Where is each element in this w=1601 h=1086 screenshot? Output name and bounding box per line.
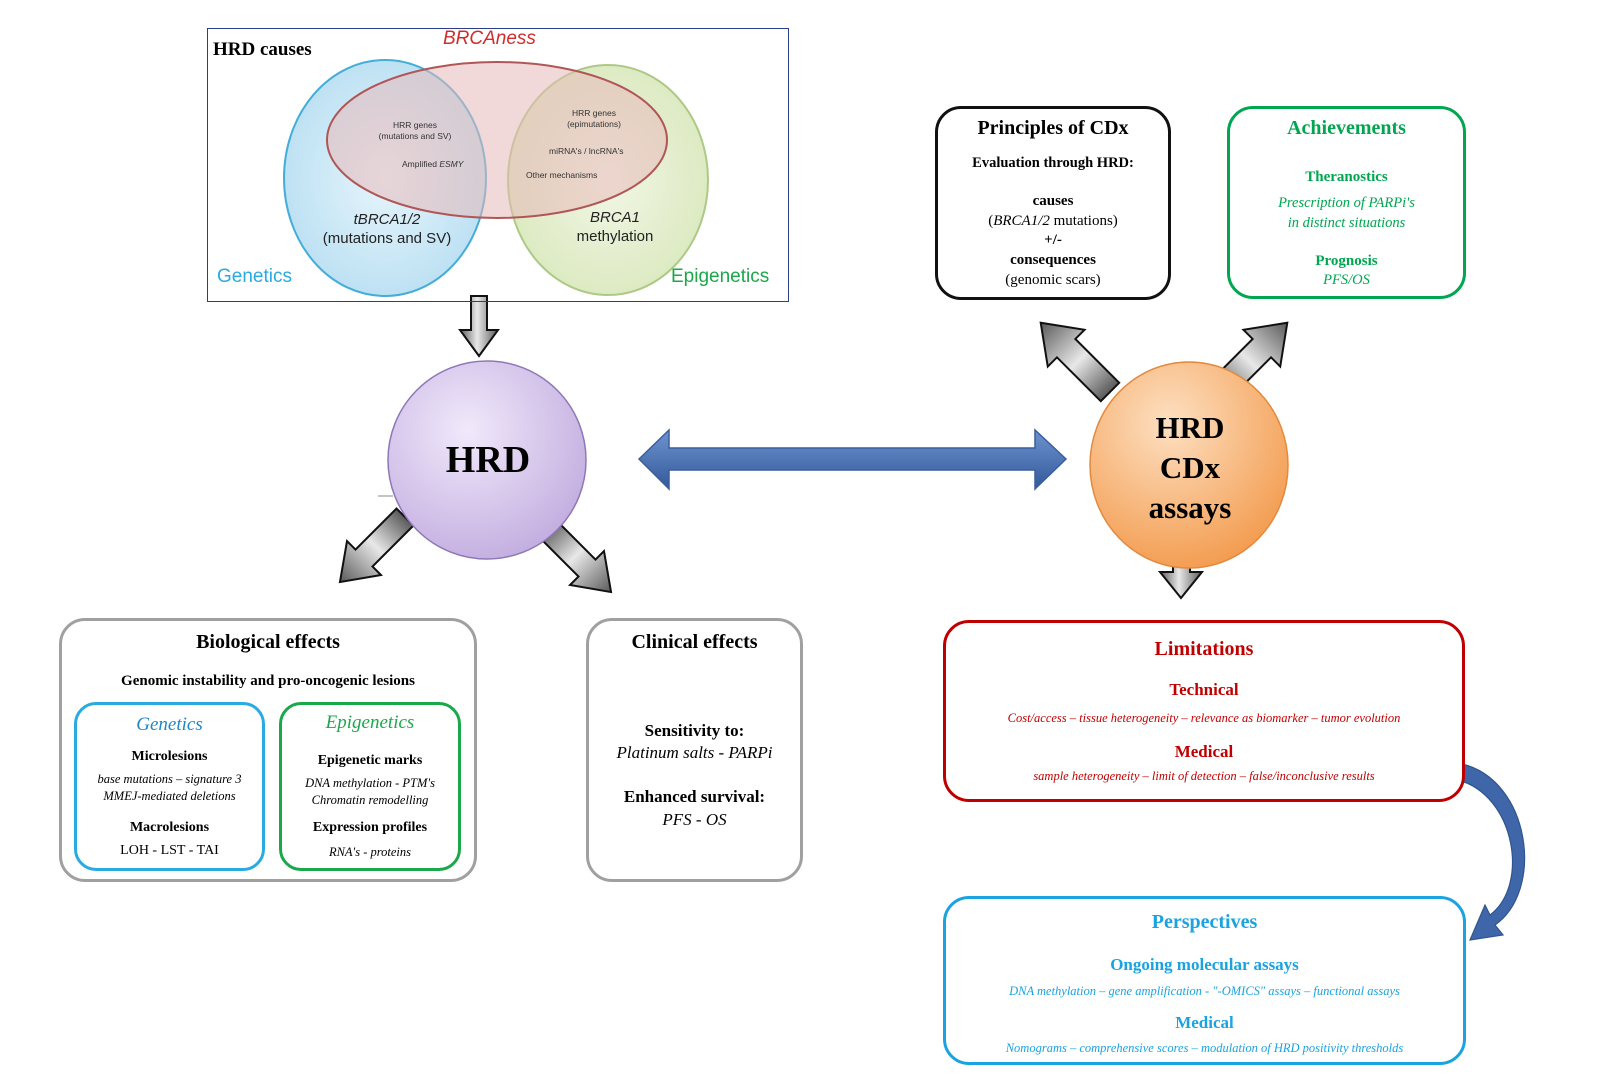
principles-plusminus: +/-	[1044, 232, 1062, 248]
clinical-effects-box: Clinical effects Sensitivity to: Platinu…	[586, 618, 803, 882]
bio-genetics-title: Genetics	[136, 714, 203, 735]
clinical-survival: Enhanced survival:	[623, 787, 766, 806]
cdx-node-ellipse	[1089, 361, 1289, 569]
biological-subtitle: Genomic instability and pro-oncogenic le…	[121, 673, 415, 689]
limitations-title: Limitations	[1154, 638, 1254, 660]
principles-box: Principles of CDx Evaluation through HRD…	[935, 106, 1171, 300]
arrow-hrd-to-clinical	[536, 517, 613, 594]
bio-epigenetics-box: Epigenetics Epigenetic marks DNA methyla…	[279, 702, 461, 871]
hrr-genes-left-line1: HRR genes	[393, 120, 437, 130]
achievements-pfs-os: PFS/OS	[1323, 272, 1370, 288]
hrr-genes-right-line2: (epimutations)	[567, 119, 621, 129]
cdx-line1: HRD	[1155, 410, 1225, 445]
hrd-node-label: HRD	[445, 439, 531, 481]
bio-epigenetic-marks: Epigenetic marks	[317, 753, 423, 768]
clinical-survival-1: PFS - OS	[662, 810, 727, 829]
achievements-prescription-2: in distinct situations	[1287, 215, 1406, 231]
amplified-prefix: Amplified	[402, 159, 440, 169]
hrr-genes-left-line2: (mutations and SV)	[378, 131, 452, 141]
clinical-title: Clinical effects	[631, 631, 758, 653]
brca1-line2: methylation	[576, 228, 654, 245]
hrr-genes-right-line1: HRR genes	[572, 108, 616, 118]
bio-macrolesions: Macrolesions	[129, 820, 210, 835]
epigenetics-venn-label: Epigenetics	[671, 266, 770, 287]
bio-marks-2: Chromatin remodelling	[311, 793, 429, 807]
hrd-node-circle	[387, 360, 587, 560]
limitations-medical-1: sample heterogeneity – limit of detectio…	[1033, 769, 1375, 783]
limitations-technical-1: Cost/access – tissue heterogeneity – rel…	[1007, 711, 1401, 725]
mutations-suffix: mutations)	[1049, 213, 1118, 229]
limitations-medical: Medical	[1174, 742, 1234, 761]
achievements-prescription-1: Prescription of PARPi's	[1278, 195, 1415, 211]
hrd-causes-title: HRD causes	[213, 39, 312, 60]
brca1-methylation-label: BRCA1 methylation	[555, 208, 675, 246]
achievements-theranostics: Theranostics	[1305, 169, 1388, 185]
other-mechanisms-label: Other mechanisms	[526, 170, 598, 180]
cdx-node-label: HRD CDx assays	[1090, 408, 1290, 528]
bio-profiles-1: RNA's - proteins	[328, 845, 412, 859]
principles-scars: (genomic scars)	[1005, 272, 1101, 288]
principles-consequences: consequences	[1010, 252, 1096, 268]
bio-micro-2: MMEJ-mediated deletions	[103, 789, 236, 803]
principles-title: Principles of CDx	[977, 117, 1129, 139]
bio-marks-1: DNA methylation - PTM's	[305, 776, 435, 790]
limitations-box: Limitations Technical Cost/access – tiss…	[943, 620, 1465, 802]
tbrca-line1: tBRCA1/2	[353, 211, 421, 228]
curved-arrow-limitations-to-perspectives	[1457, 763, 1526, 941]
mutations-gene: BRCA1/2	[993, 213, 1050, 229]
genetics-venn-label: Genetics	[217, 266, 292, 287]
bio-epigenetics-title: Epigenetics	[325, 712, 415, 733]
principles-causes: causes	[1032, 193, 1074, 209]
mirna-label: miRNA's / lncRNA's	[549, 146, 624, 156]
arrow-hrd-to-biological	[338, 507, 415, 584]
arrow-cdx-to-principles	[1039, 321, 1121, 403]
brcaness-label: BRCAness	[443, 28, 536, 49]
mutations-prefix: (	[988, 213, 994, 229]
perspectives-box: Perspectives Ongoing molecular assays DN…	[943, 896, 1466, 1065]
tbrca-line2: (mutations and SV)	[322, 230, 452, 247]
limitations-technical: Technical	[1169, 680, 1239, 699]
bio-macro-1: LOH - LST - TAI	[120, 843, 219, 858]
perspectives-ongoing-1: DNA methylation – gene amplification - "…	[1009, 984, 1400, 998]
arrow-causes-to-hrd	[458, 295, 500, 358]
clinical-sensitivity-1: Platinum salts - PARPi	[616, 743, 773, 762]
hrr-genes-left: HRR genes (mutations and SV)	[360, 120, 470, 142]
hrr-genes-right: HRR genes (epimutations)	[539, 108, 649, 130]
perspectives-title: Perspectives	[1151, 911, 1258, 933]
achievements-box: Achievements Theranostics Prescription o…	[1227, 106, 1466, 299]
perspectives-medical: Medical	[1175, 1013, 1234, 1032]
cdx-line3: assays	[1148, 490, 1232, 525]
double-arrow-hrd-cdx	[637, 428, 1068, 491]
principles-mutations: (BRCA1/2 mutations)	[938, 213, 1168, 230]
amplified-esmy: Amplified ESMY	[402, 159, 463, 169]
hrd-causes-box	[207, 28, 789, 302]
bio-microlesions: Microlesions	[131, 749, 208, 764]
clinical-sensitivity: Sensitivity to:	[644, 721, 745, 740]
principles-subtitle: Evaluation through HRD:	[972, 155, 1134, 171]
bio-micro-1: base mutations – signature 3	[97, 772, 242, 786]
perspectives-ongoing: Ongoing molecular assays	[1110, 955, 1299, 974]
venn-diagram	[283, 59, 709, 297]
brcaness-ellipse	[326, 61, 668, 219]
achievements-prognosis: Prognosis	[1315, 253, 1378, 269]
biological-title: Biological effects	[196, 631, 340, 653]
tbrca-label: tBRCA1/2 (mutations and SV)	[302, 210, 472, 248]
bio-genetics-box: Genetics Microlesions base mutations – s…	[74, 702, 265, 871]
bio-expression-profiles: Expression profiles	[312, 820, 428, 835]
achievements-title: Achievements	[1287, 117, 1406, 139]
amplified-gene: ESMY	[439, 159, 464, 169]
cdx-line2: CDx	[1159, 450, 1221, 485]
perspectives-medical-1: Nomograms – comprehensive scores – modul…	[1005, 1041, 1404, 1055]
brca1-line1: BRCA1	[589, 209, 641, 226]
